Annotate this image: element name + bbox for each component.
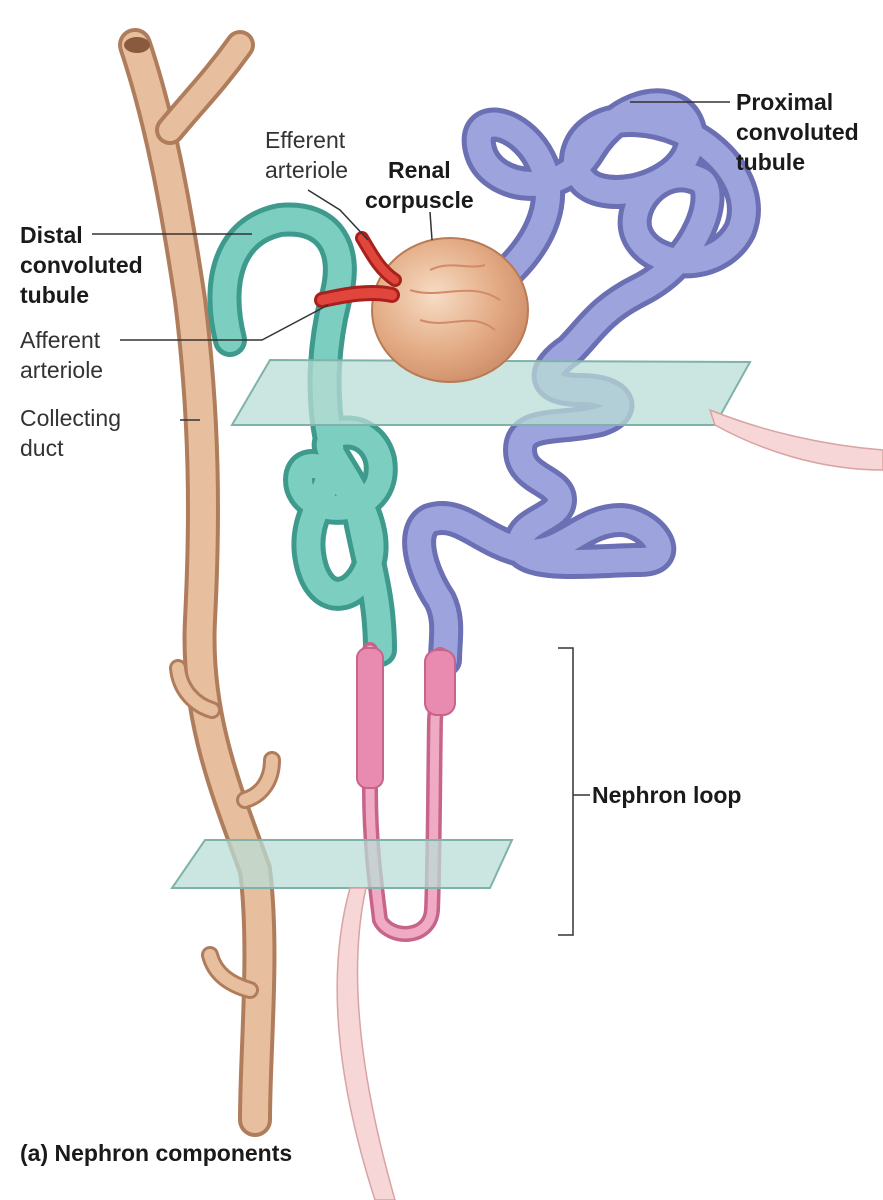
renal-corpuscle-label: Renal corpuscle bbox=[365, 157, 474, 213]
leader-efferent bbox=[307, 189, 369, 241]
nephron-loop-tube bbox=[356, 642, 456, 942]
nephron-loop-bracket bbox=[558, 647, 574, 936]
collecting-duct-label: Collecting duct bbox=[20, 405, 121, 461]
efferent-arteriole-label: Efferent arteriole bbox=[265, 127, 349, 183]
leader-afferent bbox=[120, 304, 329, 341]
renal-corpuscle bbox=[371, 237, 529, 383]
figure-caption: (a) Nephron components bbox=[20, 1140, 293, 1166]
distal-convoluted-tubule-label: Distal convoluted tubule bbox=[20, 222, 143, 308]
efferent-arteriole bbox=[355, 231, 402, 287]
leader-corpuscle bbox=[429, 211, 433, 241]
collecting-duct bbox=[118, 28, 281, 1137]
afferent-arteriole-label: Afferent arteriole bbox=[20, 327, 104, 383]
leader-lines bbox=[92, 101, 730, 936]
nephron-loop-label: Nephron loop bbox=[592, 782, 742, 808]
proximal-convoluted-tubule bbox=[402, 88, 761, 677]
distal-convoluted-tubule bbox=[207, 202, 398, 667]
proximal-convoluted-tubule-label: Proximal convoluted tubule bbox=[736, 89, 859, 175]
upper-section-plane bbox=[230, 358, 883, 471]
lower-section-plane bbox=[170, 839, 514, 1200]
afferent-arteriole bbox=[314, 284, 400, 308]
